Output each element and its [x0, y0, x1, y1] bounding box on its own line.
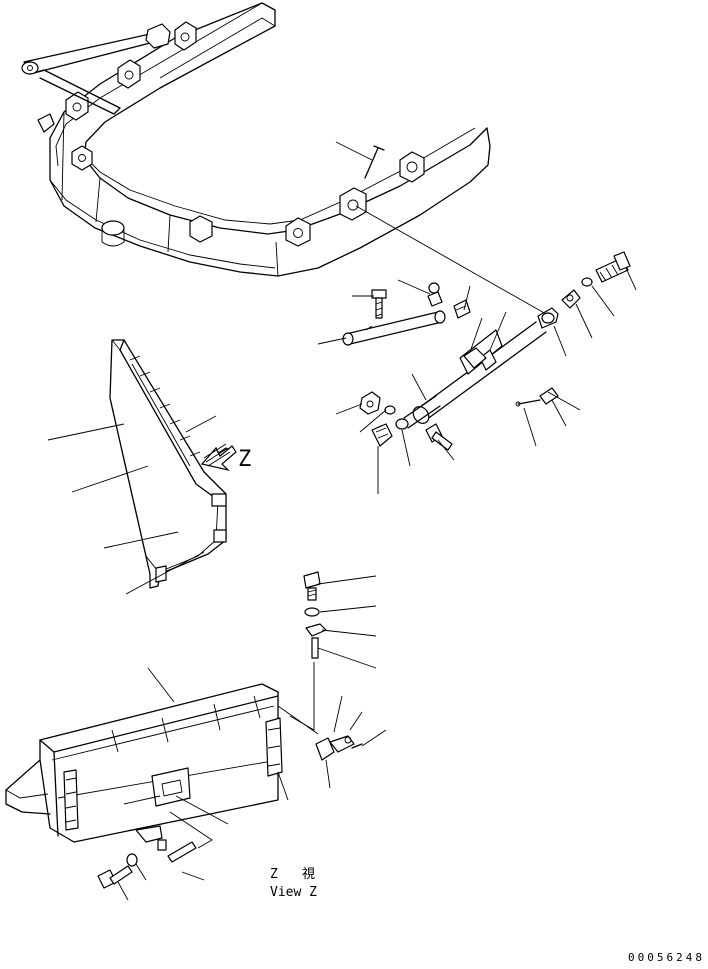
view-z-caption-text: View Z: [270, 885, 317, 900]
washer-left: [384, 405, 396, 415]
end-fitting-left: [371, 423, 393, 447]
end-fitting-right: [537, 307, 559, 329]
detail-bolt-lower: [97, 865, 133, 889]
drawing-number: 00056248: [628, 951, 705, 964]
washer-right: [581, 277, 593, 287]
frame-lug-5: [189, 215, 213, 243]
pin-rod: [342, 310, 446, 346]
leaders-assembly: [317, 267, 637, 494]
frame-lug-2: [117, 59, 141, 89]
detail-pin-lower: [167, 841, 197, 863]
frame-lug-4: [71, 145, 93, 171]
brace-assembly: [342, 251, 631, 451]
detail-washer-lower: [126, 853, 138, 867]
adjuster-block: [453, 299, 471, 319]
frame-lug-6: [285, 217, 311, 247]
detail-washer: [304, 607, 320, 617]
bolt-right: [595, 251, 631, 283]
nut-left: [359, 391, 381, 415]
frame-lug-8: [399, 151, 425, 183]
frame-lug-1: [174, 21, 197, 51]
view-z-arrow-label: Z: [238, 447, 251, 472]
clamp-block: [463, 347, 487, 369]
detail-bolt-top: [303, 571, 321, 601]
clip-pin: [515, 387, 559, 407]
view-z-caption-symbol: Z: [270, 867, 278, 882]
view-z-arrow: [200, 443, 237, 472]
blade-side-view: [47, 339, 227, 595]
frame-trunnion: [101, 220, 125, 247]
lock-plate-right: [561, 289, 581, 309]
brace-arm: [21, 23, 171, 133]
bolt-left: [371, 289, 387, 319]
grease-fitting: [427, 282, 443, 307]
leader-frame-to-assembly: [355, 205, 547, 315]
frame-pin: [335, 141, 385, 179]
view-z-detail: [97, 571, 387, 901]
frame-lug-7: [339, 187, 367, 221]
bushing-left: [395, 418, 409, 430]
view-z-caption-char: 視: [302, 867, 315, 882]
bolt-lower: [425, 423, 453, 451]
c-frame: [49, 2, 491, 277]
detail-clamp: [315, 735, 363, 761]
blade-back-view: [5, 667, 289, 843]
detail-clip-lower: [135, 825, 167, 851]
detail-pin: [311, 637, 319, 659]
